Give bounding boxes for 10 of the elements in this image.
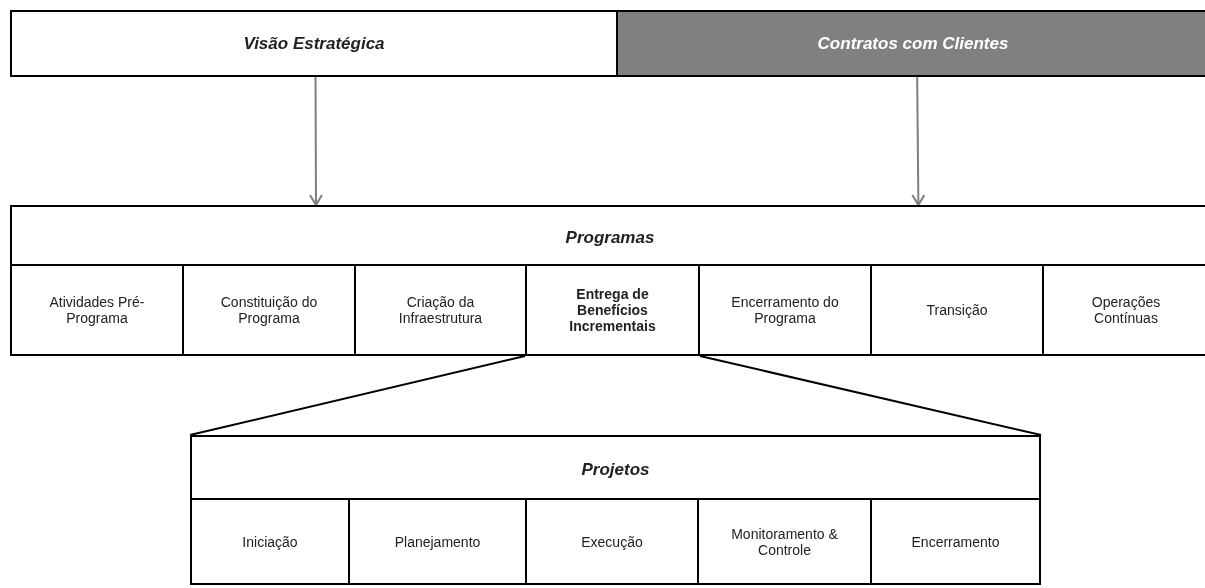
group-frame: [190, 435, 1041, 585]
group-frame: [10, 205, 1205, 356]
header-bar: Contratos com Clientes: [616, 10, 1205, 77]
group-title: Projetos: [580, 458, 651, 481]
arrow: [911, 76, 926, 206]
connector-line: [189, 355, 526, 436]
header-bar: Visão Estratégica: [10, 10, 618, 77]
arrow: [308, 76, 323, 206]
group-title: Programas: [564, 226, 656, 249]
connector-line: [699, 355, 1042, 436]
